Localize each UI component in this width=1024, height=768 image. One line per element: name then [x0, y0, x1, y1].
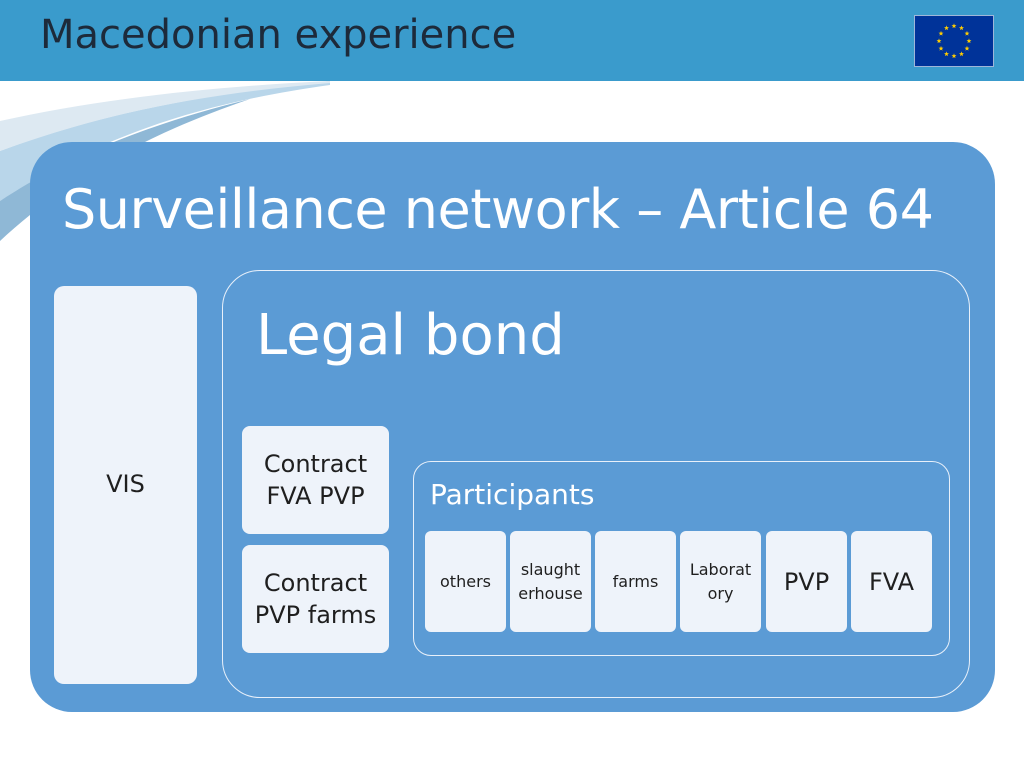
contract-pvp-farms-label: Contract PVP farms	[254, 569, 377, 629]
decorative-swoosh	[0, 81, 330, 241]
eu-star	[951, 23, 957, 29]
eu-stars-icon	[936, 23, 972, 59]
eu-star	[959, 51, 964, 57]
participant-laboratory: Laboratory	[680, 531, 761, 632]
header-bar	[0, 0, 1024, 81]
eu-star	[966, 38, 972, 44]
diagram-title: Surveillance network – Article 64	[62, 178, 934, 241]
eu-star	[964, 45, 970, 51]
legal-bond-title: Legal bond	[256, 303, 565, 368]
eu-star	[951, 53, 957, 59]
participant-pvp: PVP	[766, 531, 847, 632]
page-title: Macedonian experience	[40, 12, 517, 58]
eu-star	[944, 51, 949, 57]
eu-star	[936, 38, 942, 44]
eu-star	[938, 45, 944, 51]
contract-fva-pvp-label: Contract FVA PVP	[263, 450, 368, 510]
contract-fva-pvp-box: Contract FVA PVP	[242, 426, 389, 534]
contract-pvp-farms-box: Contract PVP farms	[242, 545, 389, 653]
participant-farms: farms	[595, 531, 676, 632]
eu-flag-icon	[914, 15, 994, 67]
vis-box	[54, 286, 197, 684]
eu-star	[964, 30, 970, 36]
eu-star	[938, 30, 944, 36]
eu-star	[959, 25, 964, 31]
participants-title: Participants	[430, 478, 595, 511]
vis-label: VIS	[106, 470, 145, 498]
eu-star	[944, 25, 949, 31]
participant-slaughterhouse: slaughterhouse	[510, 531, 591, 632]
participant-others: others	[425, 531, 506, 632]
participant-fva: FVA	[851, 531, 932, 632]
